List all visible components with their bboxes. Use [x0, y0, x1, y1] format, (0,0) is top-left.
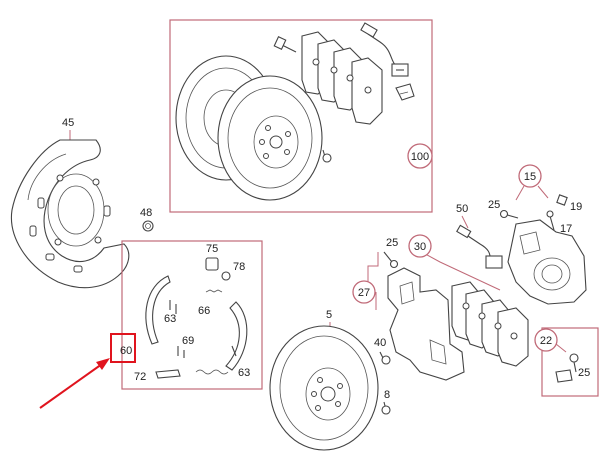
highlight-box-60	[110, 333, 136, 363]
lever-72	[155, 369, 181, 379]
callout-100: 100	[411, 151, 429, 163]
callout-50: 50	[456, 203, 468, 215]
kit-box-100	[169, 19, 433, 213]
spring-clip	[395, 83, 415, 101]
brake-caliper-15: 15 25 19 17	[488, 164, 587, 305]
callout-66: 66	[198, 305, 210, 317]
kit-box-22	[541, 327, 599, 397]
kit-box-60	[121, 240, 263, 390]
brake-kit-group-100: 100	[169, 19, 433, 213]
highlight-arrow	[39, 358, 110, 409]
small-bolt-icon	[322, 149, 332, 163]
bolt-48: 48	[140, 207, 154, 232]
bolt-8: 8	[381, 389, 391, 415]
callout-19: 19	[570, 201, 582, 213]
callout-25-left: 25	[386, 237, 398, 249]
brake-disc-5: 5	[269, 309, 379, 451]
callout-100-circle	[407, 143, 433, 169]
callout-27-circle	[352, 280, 376, 304]
callout-72: 72	[134, 371, 146, 383]
caliper-carrier-group: 25 30 27	[352, 234, 529, 381]
dust-shield-45: 45	[10, 117, 130, 289]
bolt-40: 40	[374, 337, 391, 365]
callout-8: 8	[384, 389, 390, 401]
callout-15-circle	[518, 164, 542, 188]
callout-25-right: 25	[488, 199, 500, 211]
callout-5: 5	[326, 309, 332, 321]
callout-69: 69	[182, 335, 194, 347]
wear-sensor	[360, 22, 409, 77]
callout-17: 17	[560, 223, 572, 235]
clip-set-22: 22 25	[534, 327, 599, 397]
callout-75: 75	[206, 243, 218, 255]
callout-63-left: 63	[164, 313, 176, 325]
callout-15: 15	[524, 171, 536, 183]
parking-brake-kit-60: 75 78 63 66 69 63 72 60	[110, 240, 263, 390]
spring-66	[205, 289, 223, 293]
callout-25-box: 25	[578, 367, 590, 379]
callout-22: 22	[540, 335, 552, 347]
adjuster-75	[205, 257, 219, 271]
brake-pad-set	[301, 31, 383, 125]
callout-45: 45	[62, 117, 74, 129]
callout-30-circle	[408, 234, 432, 258]
bolt-icon	[273, 36, 297, 53]
adjuster-nut-78	[221, 271, 231, 281]
callout-27: 27	[358, 287, 370, 299]
callout-30: 30	[414, 241, 426, 253]
callout-40: 40	[374, 337, 386, 349]
callout-48: 48	[140, 207, 152, 219]
callout-78: 78	[233, 261, 245, 273]
callout-63-right: 63	[238, 367, 250, 379]
callout-60: 60	[120, 345, 132, 357]
brake-disc-front	[217, 75, 323, 201]
wear-sensor-50: 50	[456, 203, 503, 269]
callout-22-circle	[534, 328, 558, 352]
